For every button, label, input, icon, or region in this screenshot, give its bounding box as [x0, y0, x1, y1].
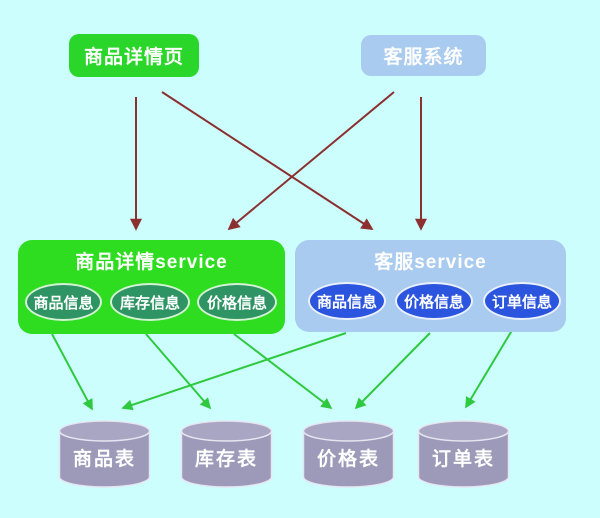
ellipse-order-info: 订单信息	[483, 282, 561, 320]
ellipse-price-info-right: 价格信息	[395, 282, 473, 320]
ellipse-stock-info: 库存信息	[110, 283, 190, 321]
service-box-product-detail: 商品详情service 商品信息 库存信息 价格信息	[18, 240, 285, 334]
edge-stock-info-to-stock-table	[145, 333, 212, 410]
ellipse-product-info-right: 商品信息	[308, 282, 386, 320]
ellipse-product-info-left-label: 商品信息	[33, 294, 94, 312]
cylinder-shape	[180, 420, 273, 488]
ellipse-price-info-left: 价格信息	[197, 283, 277, 321]
db-price-table: 价格表	[302, 420, 395, 490]
node-customer-service-system-label: 客服系统	[383, 47, 464, 68]
node-customer-service-system: 客服系统	[361, 35, 486, 76]
ellipse-price-info-left-label: 价格信息	[206, 294, 267, 312]
edge-order-info-to-order-table	[465, 326, 515, 409]
service-title-customer-service: 客服service	[374, 252, 487, 273]
cylinder-shape	[417, 420, 510, 488]
db-order-table: 订单表	[417, 420, 510, 490]
service-title-product-detail: 商品详情service	[75, 252, 228, 273]
edge-product-info-left-to-product-table	[51, 333, 93, 411]
ellipse-price-info-right-label: 价格信息	[403, 293, 464, 311]
ellipse-product-info-right-label: 商品信息	[316, 293, 377, 311]
node-product-detail-page: 商品详情页	[69, 34, 199, 77]
db-price-table-label: 价格表	[316, 449, 380, 470]
ellipse-order-info-label: 订单信息	[491, 293, 552, 311]
node-product-detail-page-label: 商品详情页	[83, 47, 184, 68]
edge-product-info-right-to-product-table	[121, 332, 347, 411]
ellipse-stock-info-label: 库存信息	[119, 294, 180, 312]
edge-price-info-left-to-price-table	[233, 333, 333, 410]
db-stock-table: 库存表	[180, 420, 273, 490]
service-box-customer-service: 客服service 商品信息 价格信息 订单信息	[295, 240, 566, 332]
db-product-table-label: 商品表	[72, 449, 136, 470]
cylinder-shape	[302, 420, 395, 488]
edge-price-info-right-to-price-table	[354, 332, 431, 410]
ellipse-product-info-left: 商品信息	[25, 283, 102, 321]
edge-cs-system-to-product-service	[227, 91, 395, 231]
db-stock-table-label: 库存表	[194, 449, 258, 470]
db-order-table-label: 订单表	[431, 449, 495, 470]
db-product-table: 商品表	[58, 420, 151, 490]
edge-product-page-to-cs-service	[161, 91, 374, 230]
cylinder-shape	[58, 420, 151, 488]
